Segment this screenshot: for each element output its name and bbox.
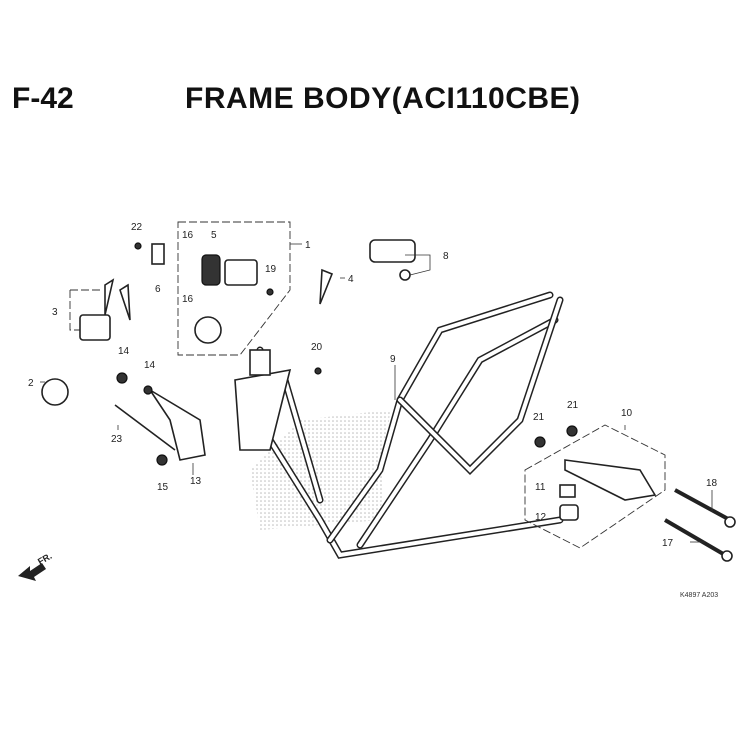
group-box-1: [177, 221, 291, 356]
callout: 10: [621, 408, 633, 419]
diagram-title: FRAME BODY(ACI110CBE): [185, 82, 581, 115]
callout: 21: [567, 400, 579, 411]
callout: 17: [662, 538, 674, 549]
callout: 3: [52, 307, 58, 318]
callout: 4: [348, 274, 354, 285]
callout: 1: [305, 240, 311, 251]
parts: [41, 239, 736, 562]
reference-code: K4897 A203: [680, 592, 718, 599]
arrow-icon: [18, 563, 46, 581]
callout: 5: [211, 230, 217, 241]
diagram-code: F-42: [12, 82, 74, 115]
callout: 16: [182, 230, 194, 241]
callout: 21: [533, 412, 545, 423]
callout: 9: [390, 354, 396, 365]
callout: 15: [157, 482, 169, 493]
callout: 18: [706, 478, 718, 489]
callout: 22: [131, 222, 143, 233]
group-box-10: [524, 424, 666, 549]
callout: 20: [311, 342, 323, 353]
callout: 13: [190, 476, 202, 487]
callout: 12: [535, 512, 547, 523]
callout: 11: [535, 482, 546, 493]
callout: 6: [155, 284, 161, 295]
callout: 16: [182, 294, 194, 305]
callout: 23: [111, 434, 123, 445]
frame-body: [234, 291, 564, 559]
front-direction-marker: FR.: [18, 551, 54, 581]
callout: 19: [265, 264, 277, 275]
leader-lines: [40, 243, 713, 543]
fr-label: FR.: [36, 551, 54, 567]
callout-labels: 1 2 3 4 5 6 8 9 10 11 12 13 14 14 15 16 …: [28, 222, 718, 549]
callout: 14: [144, 360, 156, 371]
callout: 2: [28, 378, 34, 389]
callout: 8: [443, 251, 449, 262]
callout: 14: [118, 346, 130, 357]
